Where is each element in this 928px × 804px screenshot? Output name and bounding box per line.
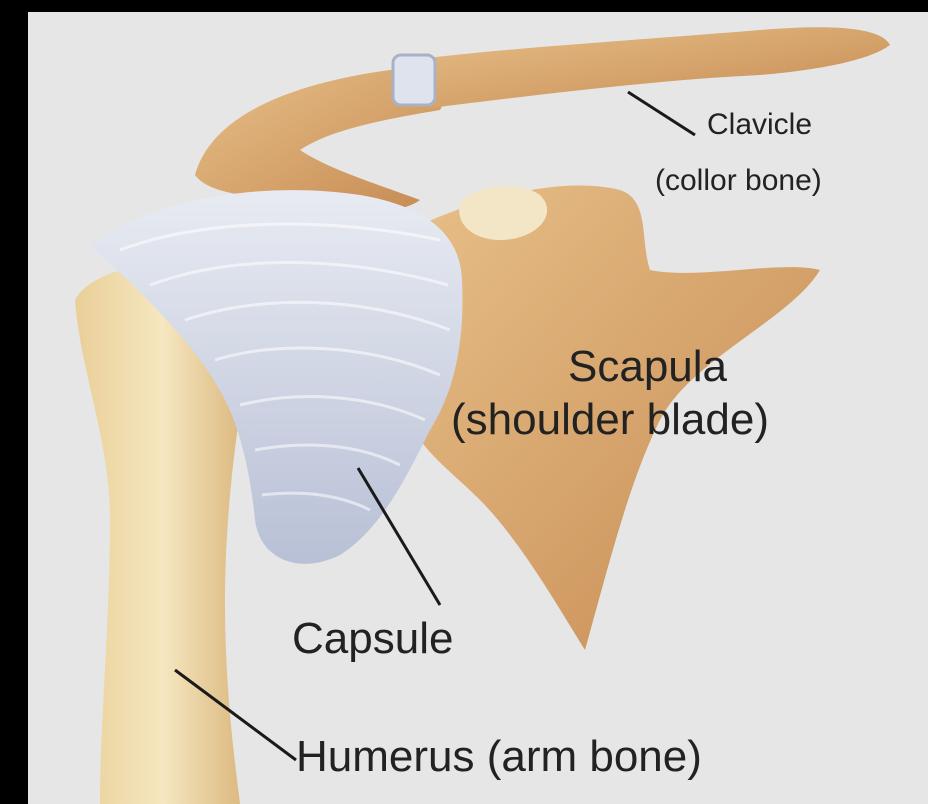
ac-joint	[393, 55, 435, 105]
label-clavicle-subtitle: (collor bone)	[655, 166, 822, 196]
label-capsule: Capsule	[292, 617, 453, 661]
clavicle-bone	[395, 27, 890, 108]
label-humerus: Humerus (arm bone)	[296, 735, 702, 779]
label-clavicle: Clavicle	[707, 110, 812, 140]
capsule-leader-line	[358, 468, 440, 605]
label-scapula-subtitle: (shoulder blade)	[451, 398, 769, 442]
label-scapula: Scapula	[568, 345, 727, 389]
clavicle-leader-line	[628, 92, 695, 135]
